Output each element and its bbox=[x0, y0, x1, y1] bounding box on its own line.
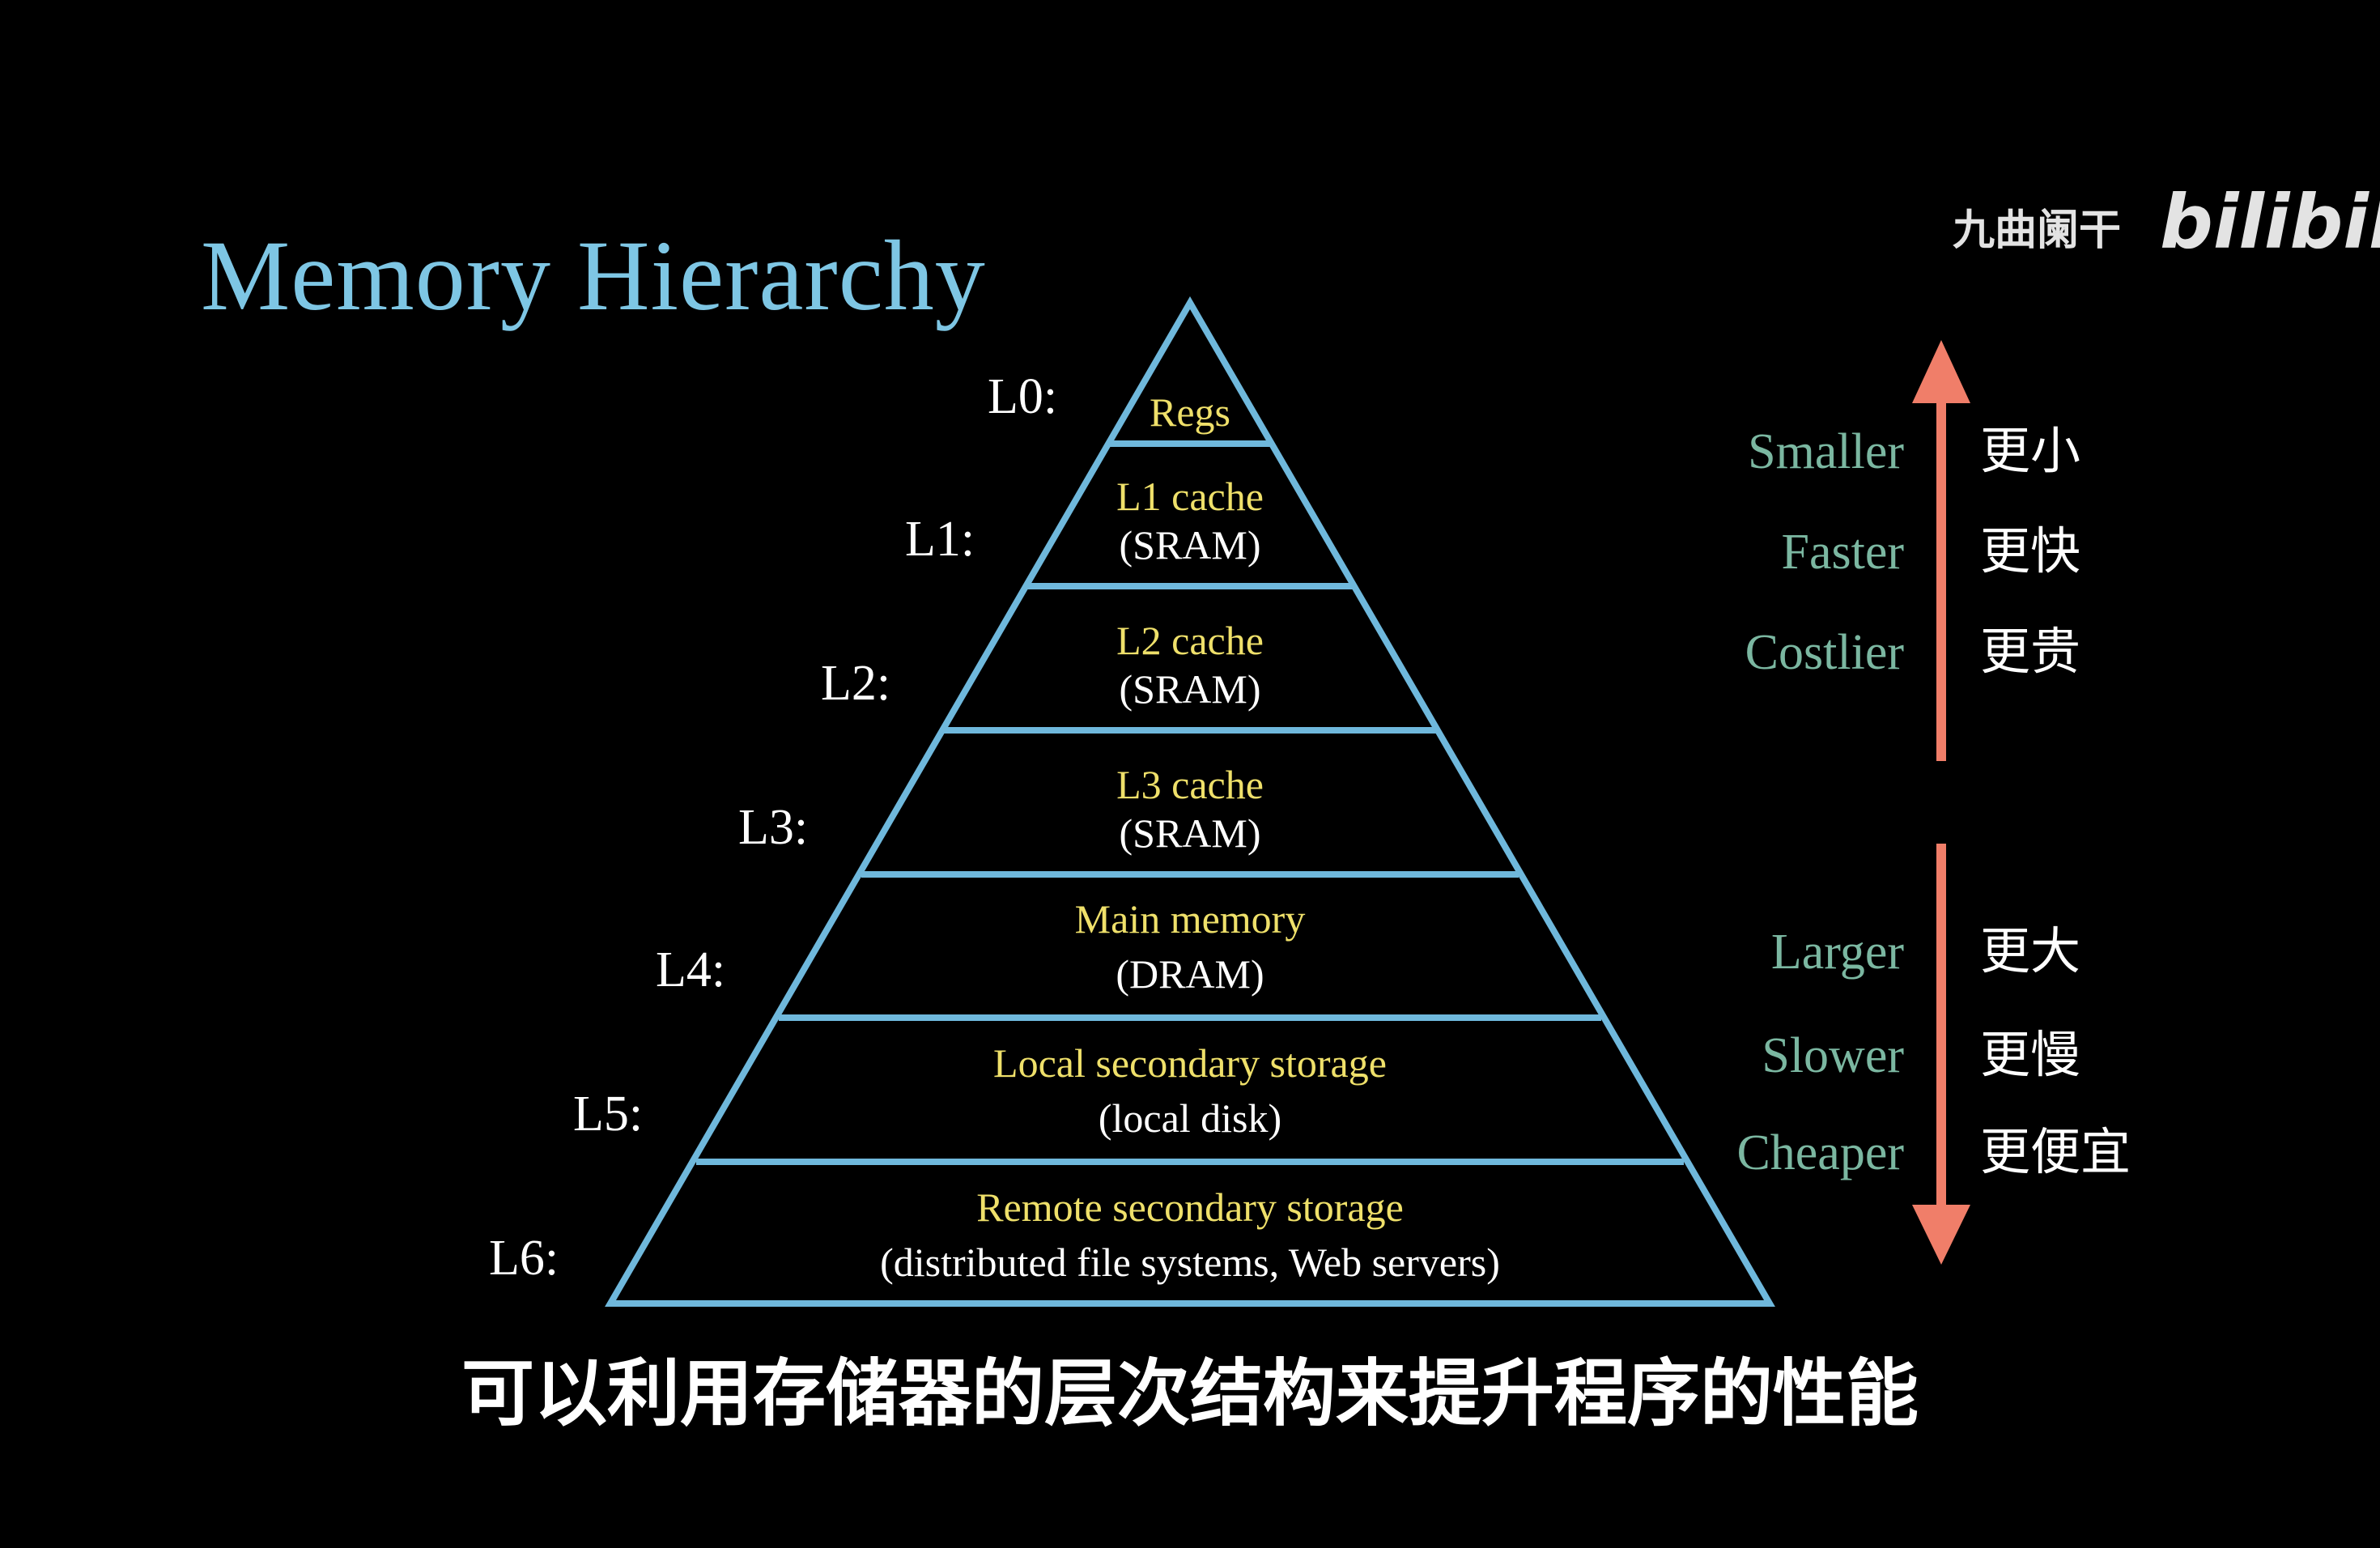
attr-costlier-zh: 更贵 bbox=[1980, 622, 2080, 681]
bottom-attributes: Larger 更大 Slower 更慢 Cheaper 更便宜 bbox=[1736, 921, 2131, 1181]
watermark-channel: 九曲阑干 bbox=[1953, 206, 2121, 255]
level-labels: L0: L1: L2: L3: L4: L5: L6: bbox=[489, 369, 1057, 1286]
attr-cheaper: Cheaper bbox=[1736, 1125, 1904, 1180]
tier-l6-type: (distributed file systems, Web servers) bbox=[880, 1240, 1500, 1285]
up-arrow bbox=[1912, 340, 1970, 761]
level-label-l4: L4: bbox=[656, 942, 725, 997]
tier-l2-name: L2 cache bbox=[1116, 618, 1264, 663]
top-attributes: Smaller 更小 Faster 更快 Costlier 更贵 bbox=[1745, 421, 2080, 681]
attr-faster: Faster bbox=[1781, 525, 1904, 580]
attr-larger: Larger bbox=[1771, 925, 1904, 980]
up-arrow-shaft bbox=[1936, 400, 1946, 761]
attr-faster-zh: 更快 bbox=[1980, 521, 2080, 580]
watermark: 九曲阑干 bilibili bbox=[1953, 179, 2380, 266]
attr-cheaper-zh: 更便宜 bbox=[1980, 1122, 2131, 1181]
level-label-l0: L0: bbox=[988, 369, 1057, 424]
attr-costlier: Costlier bbox=[1745, 625, 1905, 680]
pyramid-outline bbox=[605, 296, 1775, 1307]
attr-smaller-zh: 更小 bbox=[1980, 421, 2080, 480]
up-arrow-head bbox=[1912, 340, 1970, 403]
tier-l3-name: L3 cache bbox=[1116, 762, 1264, 807]
down-arrow bbox=[1912, 844, 1970, 1265]
tier-l1-name: L1 cache bbox=[1116, 474, 1264, 519]
tier-texts: Regs L1 cache (SRAM) L2 cache (SRAM) L3 … bbox=[880, 389, 1500, 1285]
tier-l3-type: (SRAM) bbox=[1119, 810, 1260, 856]
tier-l1-type: (SRAM) bbox=[1119, 522, 1260, 568]
subtitle-caption: 可以利用存储器的层次结构来提升程序的性能 bbox=[461, 1351, 1919, 1436]
attr-slower: Slower bbox=[1762, 1028, 1904, 1083]
down-arrow-head bbox=[1912, 1205, 1970, 1265]
tier-l4-name: Main memory bbox=[1075, 896, 1306, 942]
tier-l6-name: Remote secondary storage bbox=[976, 1184, 1404, 1230]
slide-title: Memory Hierarchy bbox=[201, 220, 986, 331]
level-label-l3: L3: bbox=[738, 800, 808, 855]
down-arrow-shaft bbox=[1936, 844, 1946, 1210]
level-label-l5: L5: bbox=[573, 1087, 643, 1142]
pyramid bbox=[605, 296, 1775, 1307]
level-label-l2: L2: bbox=[821, 656, 890, 711]
bilibili-logo: bilibili bbox=[2160, 179, 2380, 266]
attr-smaller: Smaller bbox=[1748, 424, 1904, 479]
attr-slower-zh: 更慢 bbox=[1980, 1025, 2080, 1084]
tier-l4-type: (DRAM) bbox=[1116, 951, 1264, 997]
attr-larger-zh: 更大 bbox=[1980, 921, 2080, 980]
level-label-l6: L6: bbox=[489, 1231, 559, 1286]
tier-l5-type: (local disk) bbox=[1099, 1095, 1281, 1141]
tier-l5-name: Local secondary storage bbox=[993, 1040, 1387, 1086]
tier-l0-name: Regs bbox=[1150, 389, 1230, 435]
tier-l2-type: (SRAM) bbox=[1119, 666, 1260, 712]
level-label-l1: L1: bbox=[905, 512, 975, 567]
